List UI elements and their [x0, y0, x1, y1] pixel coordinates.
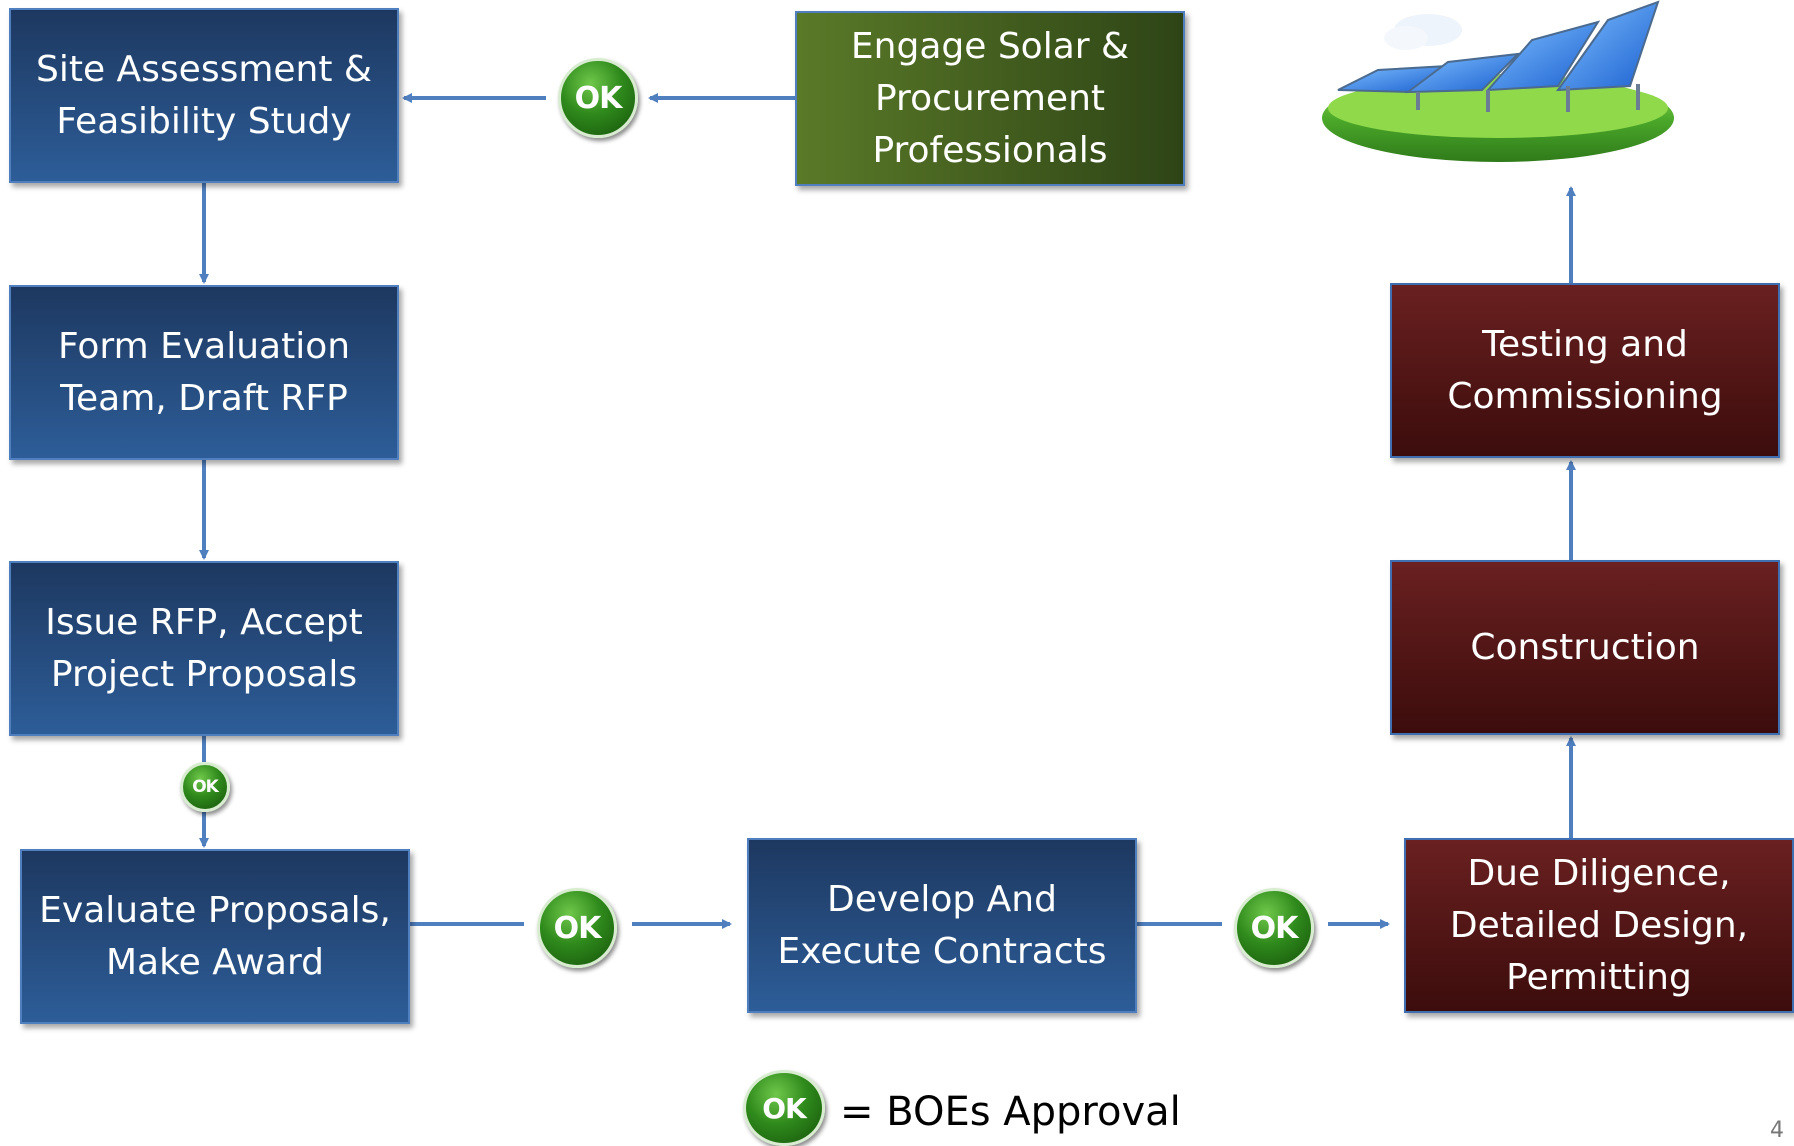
step-construction-label: Construction	[1470, 626, 1700, 668]
step-issue-rfp-label: Issue RFP, Accept Project Proposals	[45, 601, 363, 695]
ok-approval-icon: OK	[180, 762, 230, 812]
ok-approval-icon: OK	[1234, 888, 1314, 968]
solar-panel-field-icon	[1322, 0, 1674, 162]
step-evaluate-proposals: Evaluate Proposals, Make Award	[20, 849, 410, 1024]
ok-approval-icon: OK	[558, 58, 638, 138]
page-number: 4	[1770, 1118, 1784, 1143]
step-issue-rfp: Issue RFP, Accept Project Proposals	[9, 561, 399, 736]
step-site-assessment: Site Assessment & Feasibility Study	[9, 8, 399, 183]
step-due-diligence-label: Due Diligence, Detailed Design, Permitti…	[1449, 852, 1749, 998]
step-form-evaluation-team-label: Form Evaluation Team, Draft RFP	[57, 325, 351, 419]
step-develop-contracts-label: Develop And Execute Contracts	[777, 878, 1107, 972]
step-engage-solar: Engage Solar & Procurement Professionals	[795, 11, 1185, 186]
legend-text: = BOEs Approval	[840, 1089, 1181, 1135]
step-testing-commissioning: Testing and Commissioning	[1390, 283, 1780, 458]
step-develop-contracts: Develop And Execute Contracts	[747, 838, 1137, 1013]
legend-ok-approval-icon: OK	[743, 1070, 825, 1146]
step-testing-commissioning-label: Testing and Commissioning	[1447, 323, 1723, 417]
step-construction: Construction	[1390, 560, 1780, 735]
step-form-evaluation-team: Form Evaluation Team, Draft RFP	[9, 285, 399, 460]
step-site-assessment-label: Site Assessment & Feasibility Study	[35, 48, 373, 142]
step-due-diligence: Due Diligence, Detailed Design, Permitti…	[1404, 838, 1794, 1013]
ok-approval-icon: OK	[537, 888, 617, 968]
step-evaluate-proposals-label: Evaluate Proposals, Make Award	[39, 889, 391, 983]
step-engage-solar-label: Engage Solar & Procurement Professionals	[850, 25, 1130, 171]
